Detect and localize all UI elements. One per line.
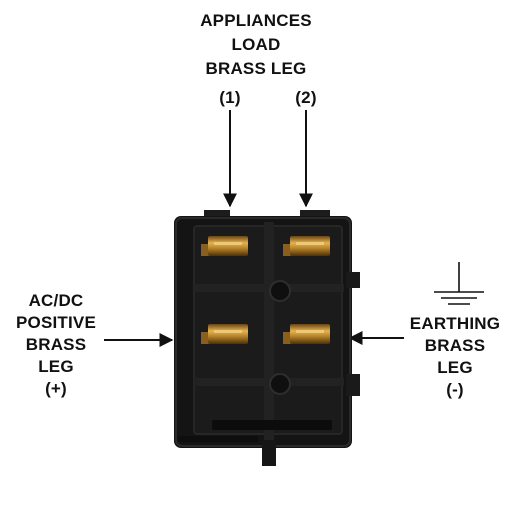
center-divider	[264, 222, 274, 466]
housing-peg	[269, 373, 291, 395]
appliances-load-label: APPLIANCES LOAD BRASS LEG	[176, 10, 336, 80]
label-line: AC/DC	[28, 291, 84, 310]
terminal-leg-2	[283, 236, 330, 256]
arrows	[104, 110, 404, 347]
leg-2-label: (2)	[295, 88, 317, 107]
earthing-leg-label: EARTHING BRASS LEG (-)	[396, 313, 514, 401]
label-line: LEG	[437, 358, 473, 377]
label-line: (-)	[446, 380, 464, 399]
label-line: BRASS	[424, 336, 486, 355]
row-divider	[194, 378, 344, 386]
terminal-leg-1	[201, 236, 248, 256]
row-divider	[194, 284, 344, 292]
side-clip	[346, 272, 360, 288]
label-line: APPLIANCES	[200, 11, 312, 30]
ground-symbol-icon	[434, 262, 484, 305]
terminals	[201, 236, 330, 344]
positive-leg-label: AC/DC POSITIVE BRASS LEG (+)	[10, 290, 102, 400]
terminal-positive	[201, 324, 248, 344]
label-line: (+)	[45, 379, 67, 398]
switch-body	[174, 210, 360, 466]
label-line: EARTHING	[409, 314, 501, 333]
label-line: POSITIVE	[15, 313, 96, 332]
label-line: BRASS LEG	[205, 59, 307, 78]
housing-peg	[269, 280, 291, 302]
terminal-earthing	[283, 324, 330, 344]
label-line: LOAD	[231, 35, 281, 54]
label-line: LEG	[38, 357, 74, 376]
side-clip	[346, 374, 360, 396]
leg-1-label: (1)	[219, 88, 241, 107]
label-line: BRASS	[25, 335, 87, 354]
